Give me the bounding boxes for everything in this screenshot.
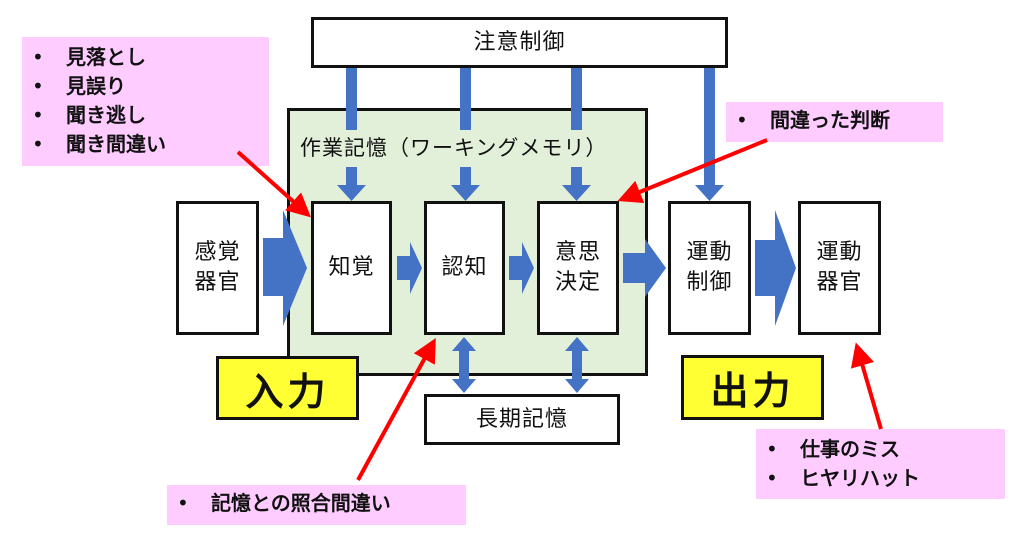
list-item: •仕事のミス (766, 437, 900, 461)
output-label-box: 出力 (681, 355, 824, 420)
stage-sensory-line2: 器官 (194, 270, 241, 295)
working-memory-label: 作業記憶（ワーキングメモリ） (300, 132, 640, 164)
input-label-box: 入力 (216, 356, 359, 420)
annotation-cognition-errors: •記憶との照合間違い (167, 485, 466, 525)
stage-motor-organ: 運動器官 (798, 201, 881, 335)
list-item: •見落とし (32, 45, 146, 69)
attention-arrow-motor-control (695, 67, 724, 201)
attention-control-box: 注意制御 (311, 17, 728, 68)
stage-cognition: 認知 (424, 201, 505, 335)
stage-motor-control: 運動制御 (668, 201, 751, 335)
stage-decision-line2: 決定 (554, 270, 601, 295)
list-item: •聞き逃し (32, 103, 146, 127)
stage-cognition-label: 認知 (441, 255, 488, 280)
annotation-decision-errors: •間違った判断 (726, 102, 943, 142)
stage-motor-control-line1: 運動 (686, 240, 733, 265)
flow-arrow-motor-control-to-motor-organ (755, 210, 796, 326)
list-item: •聞き間違い (32, 132, 166, 156)
stage-decision-line1: 意思 (554, 240, 601, 265)
list-item: •記憶との照合間違い (177, 491, 391, 515)
stage-motor-organ-line2: 器官 (816, 270, 863, 295)
output-label: 出力 (710, 369, 795, 413)
attention-control-label: 注意制御 (473, 29, 566, 55)
list-item: •ヒヤリハット (766, 466, 920, 490)
stage-perception-label: 知覚 (328, 255, 375, 280)
stage-motor-control-line2: 制御 (686, 270, 733, 295)
stage-decision: 意思決定 (537, 201, 619, 335)
stage-perception: 知覚 (311, 201, 392, 335)
input-label: 入力 (245, 369, 330, 414)
annotation-perception-errors: •見落とし •見誤り •聞き逃し •聞き間違い (22, 37, 269, 166)
long-term-memory-box: 長期記憶 (424, 394, 620, 445)
annotation-action-errors: •仕事のミス •ヒヤリハット (756, 429, 1005, 499)
stage-sensory-organ: 感覚器官 (176, 201, 259, 335)
stage-motor-organ-line1: 運動 (816, 240, 863, 265)
stage-sensory-line1: 感覚 (194, 240, 241, 265)
list-item: •間違った判断 (736, 108, 890, 132)
list-item: •見誤り (32, 74, 126, 98)
pointer-arrow-action (850, 342, 883, 430)
long-term-memory-label: 長期記憶 (475, 406, 568, 432)
